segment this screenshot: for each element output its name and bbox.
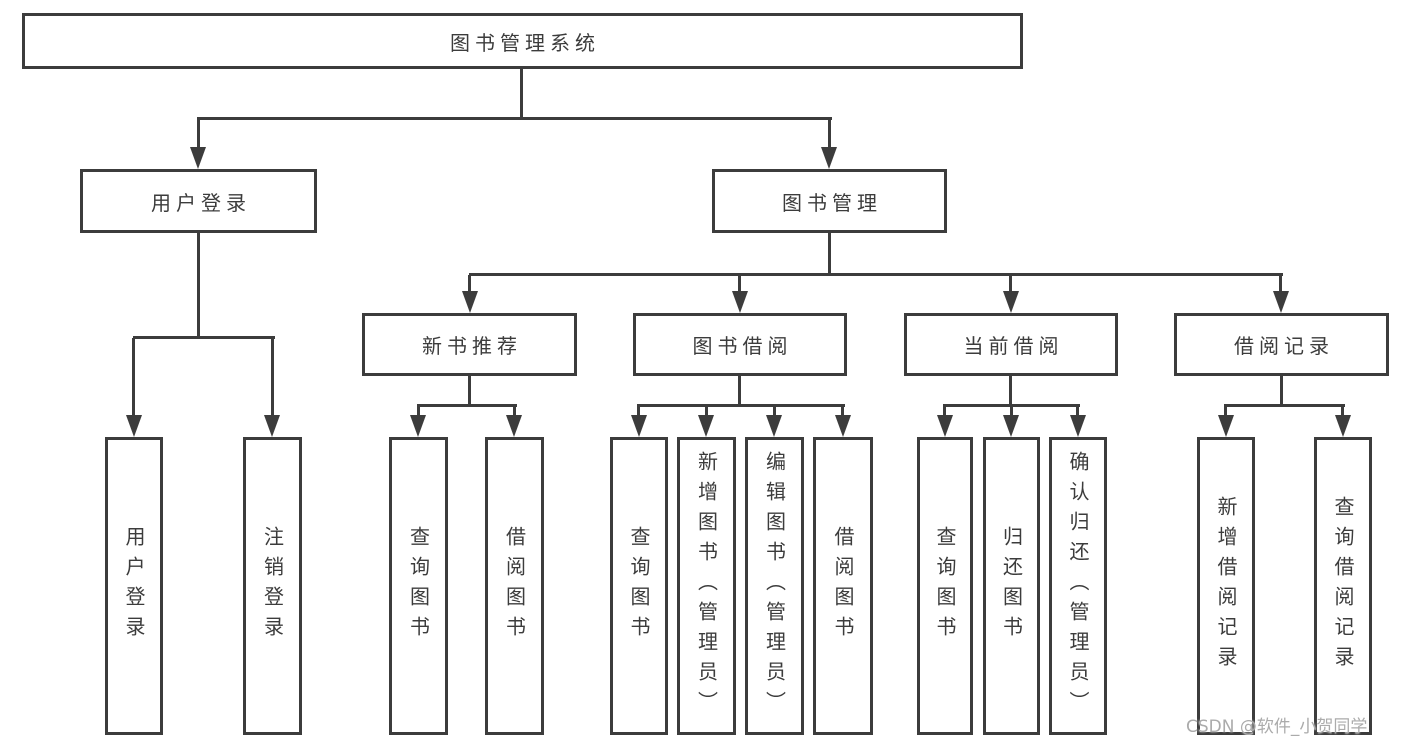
arrowhead-nb-query xyxy=(410,415,426,437)
connector-newbook-hline xyxy=(417,404,517,407)
arrowhead-nb-borrow xyxy=(506,415,522,437)
watermark: CSDN @软件_小贺同学 xyxy=(1186,717,1368,737)
connector-root-hline xyxy=(197,117,832,120)
leaf-logout: 注销登录 xyxy=(243,437,302,735)
connector-current-stub-2 xyxy=(1010,406,1013,417)
leaf-user-login: 用户登录 xyxy=(105,437,163,735)
leaf-query-books-recommend: 查询图书 xyxy=(389,437,448,735)
arrowhead-to-book-borrow xyxy=(732,291,748,313)
connector-mgmt-stub-3 xyxy=(1009,275,1012,293)
leaf-edit-book-admin: 编辑图书（管理员） xyxy=(745,437,804,735)
arrowhead-to-new-book xyxy=(462,291,478,313)
leaf-return-books: 归还图书 xyxy=(983,437,1040,735)
node-borrow-records: 借阅记录 xyxy=(1174,313,1389,376)
connector-borrow-hline xyxy=(637,404,845,407)
arrowhead-to-user-login xyxy=(190,147,206,169)
arrowhead-cb-query xyxy=(937,415,953,437)
connector-records-stub-1 xyxy=(1224,406,1227,417)
connector-borrow-vline xyxy=(738,373,741,406)
connector-current-stub-3 xyxy=(1076,406,1079,417)
arrowhead-cb-confirm xyxy=(1070,415,1086,437)
node-current-borrow: 当前借阅 xyxy=(904,313,1118,376)
node-new-book-recommend: 新书推荐 xyxy=(362,313,577,376)
connector-mgmt-hline xyxy=(469,273,1283,276)
connector-borrow-stub-2 xyxy=(705,406,708,417)
connector-login-vline xyxy=(197,230,200,339)
connector-current-stub-1 xyxy=(943,406,946,417)
arrowhead-to-leaf-user-login xyxy=(126,415,142,437)
leaf-query-books-current: 查询图书 xyxy=(917,437,973,735)
arrowhead-bb-borrow xyxy=(835,415,851,437)
arrowhead-br-query xyxy=(1335,415,1351,437)
node-user-login: 用户登录 xyxy=(80,169,317,233)
leaf-borrow-books-recommend: 借阅图书 xyxy=(485,437,544,735)
connector-mgmt-stub-2 xyxy=(738,275,741,293)
connector-mgmt-vline xyxy=(828,230,831,276)
arrowhead-to-leaf-logout xyxy=(264,415,280,437)
connector-mgmt-stub-1 xyxy=(468,275,471,293)
leaf-query-books-borrow: 查询图书 xyxy=(610,437,668,735)
leaf-add-book-admin: 新增图书（管理员） xyxy=(677,437,736,735)
connector-records-stub-2 xyxy=(1341,406,1344,417)
connector-login-hline xyxy=(133,336,275,339)
connector-mgmt-stub-4 xyxy=(1279,275,1282,293)
connector-root-stub-right xyxy=(828,119,831,149)
arrowhead-to-current-borrow xyxy=(1003,291,1019,313)
connector-login-stub-1 xyxy=(132,338,135,416)
connector-borrow-stub-1 xyxy=(637,406,640,417)
connector-borrow-stub-4 xyxy=(841,406,844,417)
connector-root-stub-left xyxy=(197,119,200,149)
leaf-borrow-books: 借阅图书 xyxy=(813,437,873,735)
connector-newbook-stub-2 xyxy=(513,406,516,417)
connector-current-vline xyxy=(1009,373,1012,406)
leaf-query-borrow-record: 查询借阅记录 xyxy=(1314,437,1372,735)
connector-login-stub-2 xyxy=(271,338,274,416)
arrowhead-to-borrow-records xyxy=(1273,291,1289,313)
connector-records-hline xyxy=(1224,404,1345,407)
connector-records-vline xyxy=(1280,373,1283,406)
connector-current-hline xyxy=(943,404,1080,407)
connector-root-vline xyxy=(520,66,523,120)
node-book-management: 图书管理 xyxy=(712,169,947,233)
connector-newbook-vline xyxy=(468,373,471,406)
node-root: 图书管理系统 xyxy=(22,13,1023,69)
arrowhead-bb-add xyxy=(698,415,714,437)
arrowhead-bb-edit xyxy=(766,415,782,437)
node-book-borrow: 图书借阅 xyxy=(633,313,847,376)
connector-newbook-stub-1 xyxy=(417,406,420,417)
leaf-add-borrow-record: 新增借阅记录 xyxy=(1197,437,1255,735)
arrowhead-bb-query xyxy=(631,415,647,437)
arrowhead-to-book-management xyxy=(821,147,837,169)
connector-borrow-stub-3 xyxy=(773,406,776,417)
arrowhead-br-add xyxy=(1218,415,1234,437)
arrowhead-cb-return xyxy=(1003,415,1019,437)
leaf-confirm-return-admin: 确认归还（管理员） xyxy=(1049,437,1107,735)
